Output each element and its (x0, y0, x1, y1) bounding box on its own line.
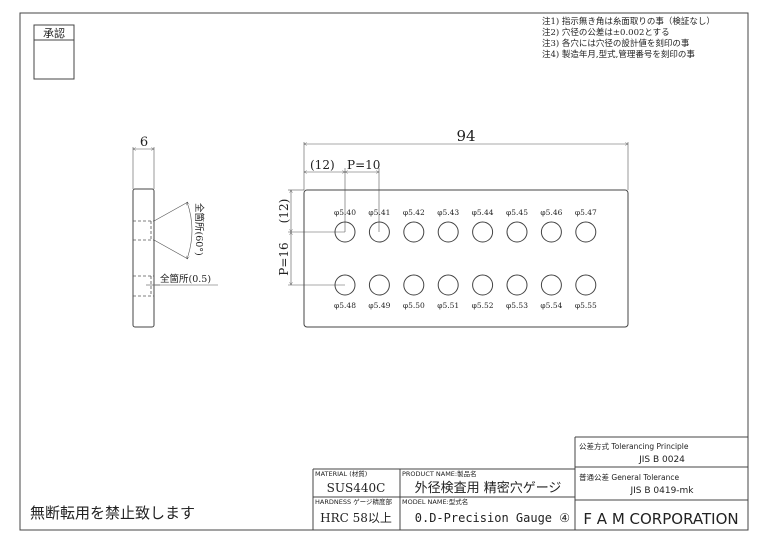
gauge-hole (437, 221, 459, 243)
hole-diameter-label: φ5.48 (334, 301, 356, 310)
hole-diameter-label: φ5.42 (403, 208, 425, 217)
hole-diameter-label: φ5.43 (437, 208, 459, 217)
gauge-hole (540, 274, 562, 296)
dim-width: 94 (456, 127, 475, 145)
general-tolerance-label: 普通公差 General Tolerance (579, 472, 679, 482)
notes: 注1) 指示無き角は糸面取りの事（検証なし） 注2) 穴径の公差は±0.002と… (542, 16, 715, 60)
product-value: 外径検査用 精密穴ゲージ (415, 480, 562, 496)
dim-chamfer-angle: 全箇所(60°) (193, 203, 205, 256)
gauge-hole (437, 274, 459, 296)
gauge-hole (506, 221, 528, 243)
tolerancing-value: JIS B 0024 (638, 455, 685, 465)
hole-diameter-label: φ5.49 (368, 301, 390, 310)
copyright-notice: 無断転用を禁止致します (30, 504, 195, 522)
dim-pitch-y: P=16 (277, 242, 291, 275)
drawing-frame (19, 12, 749, 531)
model-value: 0.D-Precision Gauge ④ (415, 511, 570, 525)
gauge-hole (334, 274, 356, 296)
material-value: SUS440C (327, 481, 386, 495)
gauge-hole (575, 274, 597, 296)
gauge-hole (575, 221, 597, 243)
gauge-hole (540, 221, 562, 243)
hole-diameter-label: φ5.45 (506, 208, 528, 217)
dim-chamfer-depth: 全箇所(0.5) (160, 273, 211, 285)
material-label: MATERIAL (材質) (315, 469, 367, 478)
approval-label: 承認 (43, 26, 65, 40)
gauge-plate (303, 189, 629, 328)
product-label: PRODUCT NAME:製品名 (402, 469, 477, 478)
hole-diameter-label: φ5.55 (575, 301, 597, 310)
hole-diameter-label: φ5.50 (403, 301, 425, 310)
hole-diameter-label: φ5.53 (506, 301, 528, 310)
gauge-hole (368, 221, 390, 243)
dim-pitch-x: P=10 (347, 158, 380, 172)
tolerancing-label: 公差方式 Tolerancing Principle (579, 441, 689, 451)
side-view: 6 全箇所(60°) 全箇所(0.5) (132, 135, 218, 328)
note-2: 注2) 穴径の公差は±0.002とする (542, 27, 670, 38)
hole-diameter-label: φ5.44 (472, 208, 494, 217)
company-name: F A M CORPORATION (583, 510, 738, 528)
approval-box: 承認 (33, 24, 75, 80)
holes: φ5.40 φ5.41 φ5.42 φ5.43 φ5.44 φ5.45 φ5.46 φ5.47… (334, 208, 597, 310)
hole-diameter-label: φ5.47 (575, 208, 597, 217)
gauge-hole (472, 274, 494, 296)
gauge-hole (403, 221, 425, 243)
dim-edge-x: (12) (310, 158, 335, 172)
hole-diameter-label: φ5.40 (334, 208, 356, 217)
note-4: 注4) 製造年月,型式,管理番号を刻印の事 (542, 49, 695, 60)
hole-diameter-label: φ5.54 (540, 301, 562, 310)
note-3: 注3) 各穴には穴径の設計値を刻印の事 (542, 38, 690, 49)
gauge-hole (334, 221, 356, 243)
gauge-hole (403, 274, 425, 296)
hole-diameter-label: φ5.51 (437, 301, 459, 310)
gauge-hole (368, 274, 390, 296)
hardness-label: HARDNESS ゲージ精度部 (315, 497, 393, 506)
general-tolerance-value: JIS B 0419-mk (629, 486, 694, 496)
hole-diameter-label: φ5.52 (472, 301, 494, 310)
dim-edge-y: (12) (277, 199, 291, 224)
dim-thickness: 6 (140, 135, 148, 150)
hole-diameter-label: φ5.46 (540, 208, 562, 217)
title-block: MATERIAL (材質) SUS440C PRODUCT NAME:製品名 外… (312, 436, 748, 530)
gauge-hole (472, 221, 494, 243)
gauge-hole (506, 274, 528, 296)
hole-diameter-label: φ5.41 (368, 208, 390, 217)
hardness-value: HRC 58以上 (320, 511, 392, 525)
model-label: MODEL NAME:型式名 (402, 497, 468, 506)
note-1: 注1) 指示無き角は糸面取りの事（検証なし） (542, 16, 715, 27)
